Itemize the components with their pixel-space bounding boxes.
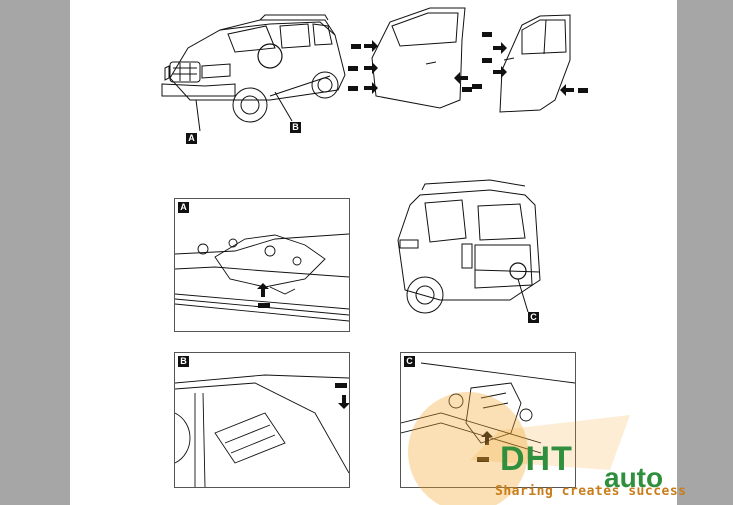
detail-panel-c: C — [400, 352, 576, 488]
suv-front-illustration — [161, 14, 346, 132]
suv-rear-illustration — [397, 179, 541, 314]
watermark-slogan: Sharing creates success — [495, 484, 687, 499]
panel-a-drawing — [175, 233, 349, 322]
callout-c: C — [528, 312, 539, 323]
rear-door-illustration — [472, 14, 588, 113]
callout-a: A — [186, 133, 197, 144]
panel-a-label: A — [178, 202, 189, 213]
manual-page: A B — [70, 0, 677, 505]
watermark-brand: DHT — [500, 440, 573, 478]
panel-b-drawing — [175, 374, 349, 487]
watermark-logo-graphic — [408, 392, 630, 505]
detail-panel-a: A — [174, 198, 350, 332]
detail-panel-b: B — [174, 352, 350, 488]
callout-b: B — [290, 122, 301, 133]
panel-c-drawing — [401, 362, 575, 462]
panel-b-label: B — [178, 356, 189, 367]
front-door-illustration — [348, 7, 472, 109]
panel-c-label: C — [404, 356, 415, 367]
watermark-auto: auto — [604, 462, 664, 493]
